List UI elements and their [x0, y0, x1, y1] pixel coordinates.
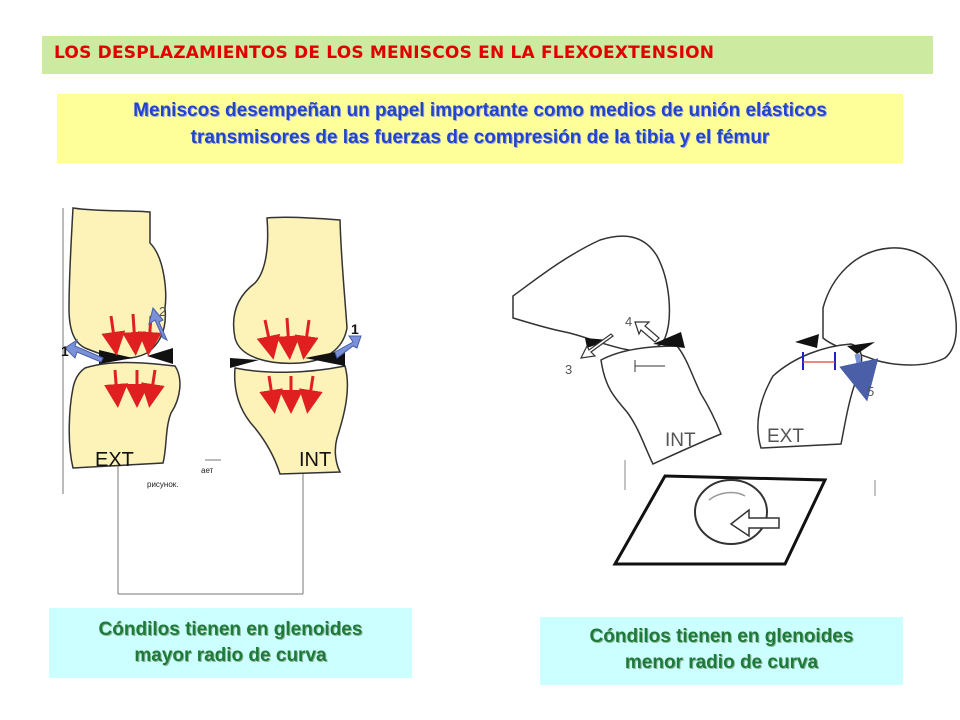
femur-int-sagittal — [512, 235, 671, 353]
tibia-int-sagittal — [600, 345, 722, 465]
meniscus-int-anterior — [653, 332, 685, 348]
page-title: LOS DESPLAZAMIENTOS DE LOS MENISCOS EN L… — [54, 43, 715, 63]
label-int-sagittal: INT — [665, 430, 696, 451]
ball-on-plane — [612, 460, 876, 566]
range-bracket-blue — [802, 352, 836, 370]
femur-ext-bone — [68, 207, 167, 360]
subtitle-line-1: Meniscos desempeñan un papel importante … — [133, 100, 827, 121]
subtitle-line-2: transmisores de las fuerzas de compresió… — [190, 127, 770, 148]
subtitle-banner: Meniscos desempeñan un papel importante … — [57, 94, 903, 163]
arrows-3-4 — [579, 321, 660, 359]
arrow-number-1-left: 1 — [61, 343, 69, 359]
caption-right: Cóndilos tienen en glenoides menor radio… — [540, 617, 903, 685]
title-banner: LOS DESPLAZAMIENTOS DE LOS MENISCOS EN L… — [42, 36, 933, 74]
knee-sagittal-diagram: 3 4 INT 5 EXT — [512, 235, 958, 566]
label-ext: EXT — [95, 449, 134, 471]
caption-left-line-1: Cóndilos tienen en glenoides — [98, 619, 363, 640]
meniscus-displacement-arrows — [64, 306, 362, 363]
placeholder-fragment-1: ает — [201, 466, 214, 475]
caption-right-line-1: Cóndilos tienen en glenoides — [589, 626, 854, 647]
placeholder-fragment-2: рисунок. — [147, 480, 179, 489]
caption-right-line-2: menor radio de curva — [624, 652, 819, 673]
caption-left-line-2: mayor radio de curva — [134, 645, 327, 666]
number-4: 4 — [625, 314, 632, 329]
caption-left: Cóndilos tienen en glenoides mayor radio… — [49, 608, 412, 678]
frame-lines — [62, 208, 304, 595]
meniscus-ext-posterior — [847, 342, 875, 354]
number-3: 3 — [565, 362, 572, 377]
label-ext-sagittal: EXT — [767, 426, 804, 447]
knee-frontal-diagram: 1 2 1 EXT INT ает рисунок. — [61, 207, 362, 595]
arrow-number-2: 2 — [159, 304, 166, 319]
number-5: 5 — [867, 384, 874, 399]
femur-int-bone — [232, 216, 348, 365]
menisci — [99, 348, 345, 368]
arrow-5 — [839, 353, 879, 402]
meniscus-ext-anterior — [795, 334, 819, 348]
label-int: INT — [299, 449, 331, 471]
arrow-number-1-right: 1 — [351, 321, 359, 337]
